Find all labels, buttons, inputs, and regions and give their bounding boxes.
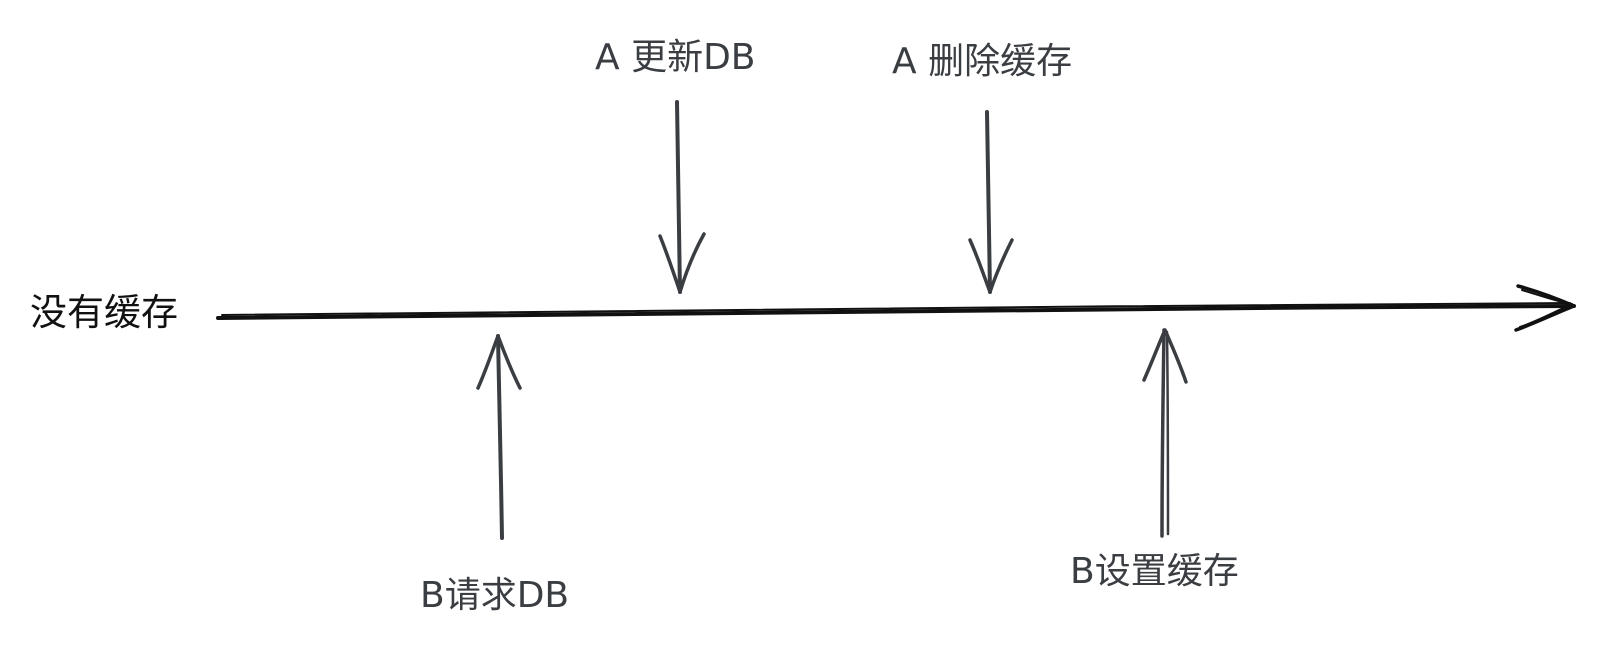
arrow-head	[968, 238, 1014, 294]
arrow-shaft	[496, 334, 504, 540]
timeline-arrowhead	[1514, 284, 1576, 332]
arrow-head	[476, 334, 522, 390]
arrow-b-request-db	[476, 334, 522, 540]
timeline-line	[216, 304, 1576, 320]
timeline-axis	[216, 284, 1576, 332]
timeline-arrowhead-sketch	[1519, 289, 1573, 328]
arrow-head	[658, 232, 706, 294]
arrow-shaft	[985, 110, 992, 294]
arrow-shaft	[675, 100, 682, 294]
event-label-a-delete-cache: A 删除缓存	[892, 41, 1073, 82]
timeline-start-label: 没有缓存	[30, 291, 178, 334]
arrow-a-update-db	[658, 100, 706, 294]
event-label-b-set-cache: B设置缓存	[1070, 551, 1239, 592]
event-label-a-update-db: A 更新DB	[595, 37, 756, 78]
event-label-b-request-db: B请求DB	[420, 575, 570, 616]
arrow-b-set-cache	[1142, 328, 1188, 538]
arrow-shaft-sketch	[1165, 330, 1170, 536]
timeline-line-sketch	[221, 302, 1571, 316]
arrow-head	[1142, 328, 1188, 384]
arrow-a-delete-cache	[968, 110, 1014, 294]
arrow-shaft	[1160, 328, 1166, 538]
